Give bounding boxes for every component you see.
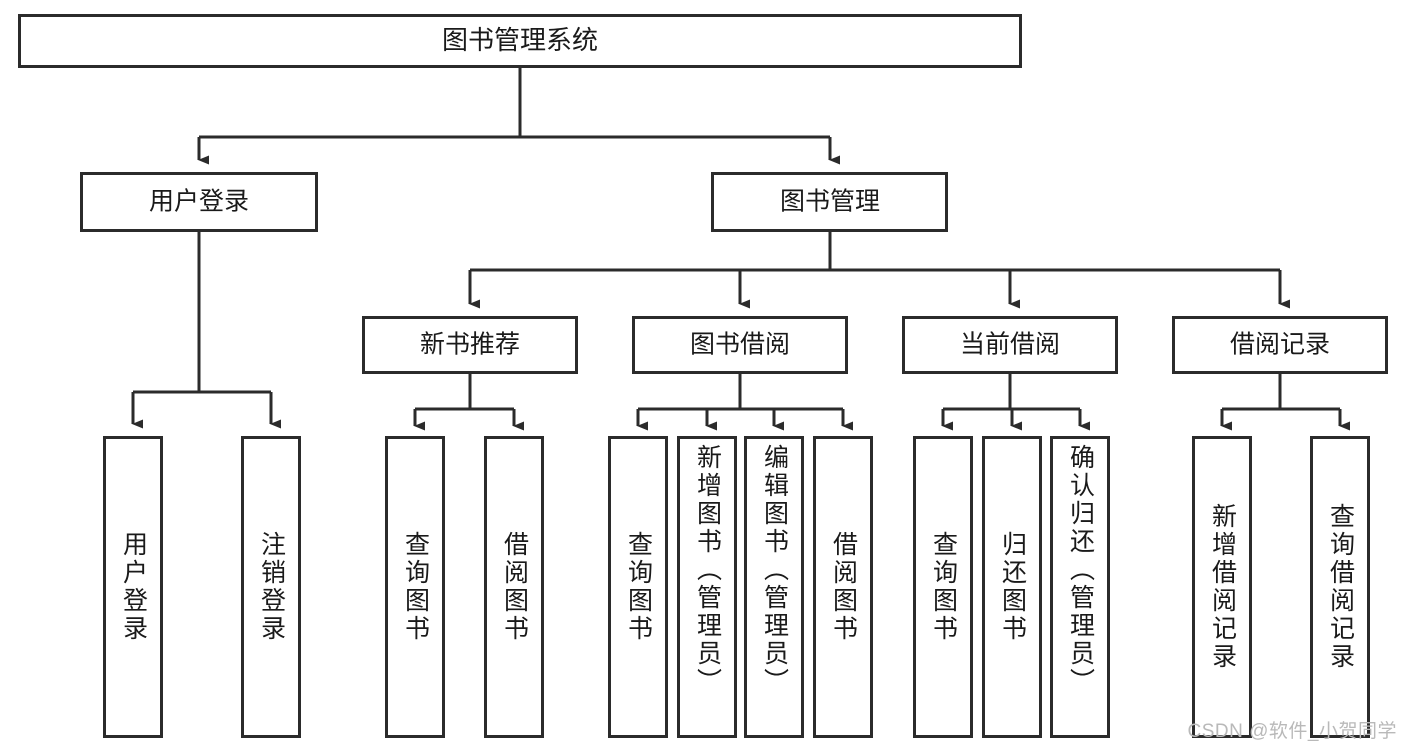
node-book-borrow-label: 图书借阅	[690, 331, 790, 359]
node-book-management-box[interactable]	[711, 172, 948, 232]
connector-root-to-level2	[197, 67, 840, 165]
node-current-borrow[interactable]: 当前借阅	[902, 316, 1118, 374]
leaf-box-borrow-record-1[interactable]	[1310, 436, 1370, 738]
leaf-box-user-login-1[interactable]	[241, 436, 301, 738]
leaf-box-current-borrow-2[interactable]	[1050, 436, 1110, 738]
node-current-borrow-box[interactable]	[902, 316, 1118, 374]
leaf-box-current-borrow-1[interactable]	[982, 436, 1042, 738]
node-root[interactable]: 图书管理系统	[18, 14, 1022, 68]
node-book-borrow-box[interactable]	[632, 316, 848, 374]
connector-current-borrow-to-leaves	[941, 373, 1090, 431]
leaf-box-book-borrow-0[interactable]	[608, 436, 668, 738]
node-root-box[interactable]	[18, 14, 1022, 68]
leaf-box-current-borrow-0[interactable]	[913, 436, 973, 738]
node-user-login[interactable]: 用户登录	[80, 172, 318, 232]
leaf-box-book-borrow-1[interactable]	[677, 436, 737, 738]
node-new-book-recommend-box[interactable]	[362, 316, 578, 374]
leaf-box-new-book-recommend-1[interactable]	[484, 436, 544, 738]
connector-new-book-recommend-to-leaves	[413, 373, 524, 431]
node-book-management[interactable]: 图书管理	[711, 172, 948, 232]
leaf-box-book-borrow-3[interactable]	[813, 436, 873, 738]
leaf-box-borrow-record-0[interactable]	[1192, 436, 1252, 738]
csdn-watermark: CSDN @软件_小贺同学	[1187, 721, 1397, 742]
node-new-book-recommend-label: 新书推荐	[420, 331, 520, 359]
node-current-borrow-label: 当前借阅	[960, 331, 1060, 359]
connector-user-login-to-leaves	[131, 232, 281, 429]
node-book-management-label: 图书管理	[780, 188, 880, 216]
node-borrow-record[interactable]: 借阅记录	[1172, 316, 1388, 374]
node-borrow-record-label: 借阅记录	[1230, 331, 1330, 359]
connector-book-management-to-level3	[468, 232, 1290, 309]
connector-book-borrow-to-leaves	[636, 373, 853, 431]
node-root-label: 图书管理系统	[442, 25, 598, 55]
node-user-login-label: 用户登录	[149, 188, 249, 216]
leaf-box-new-book-recommend-0[interactable]	[385, 436, 445, 738]
connector-borrow-record-to-leaves	[1220, 373, 1350, 431]
node-borrow-record-box[interactable]	[1172, 316, 1388, 374]
leaf-box-user-login-0[interactable]	[103, 436, 163, 738]
node-book-borrow[interactable]: 图书借阅	[632, 316, 848, 374]
leaf-box-book-borrow-2[interactable]	[744, 436, 804, 738]
node-user-login-box[interactable]	[80, 172, 318, 232]
node-new-book-recommend[interactable]: 新书推荐	[362, 316, 578, 374]
